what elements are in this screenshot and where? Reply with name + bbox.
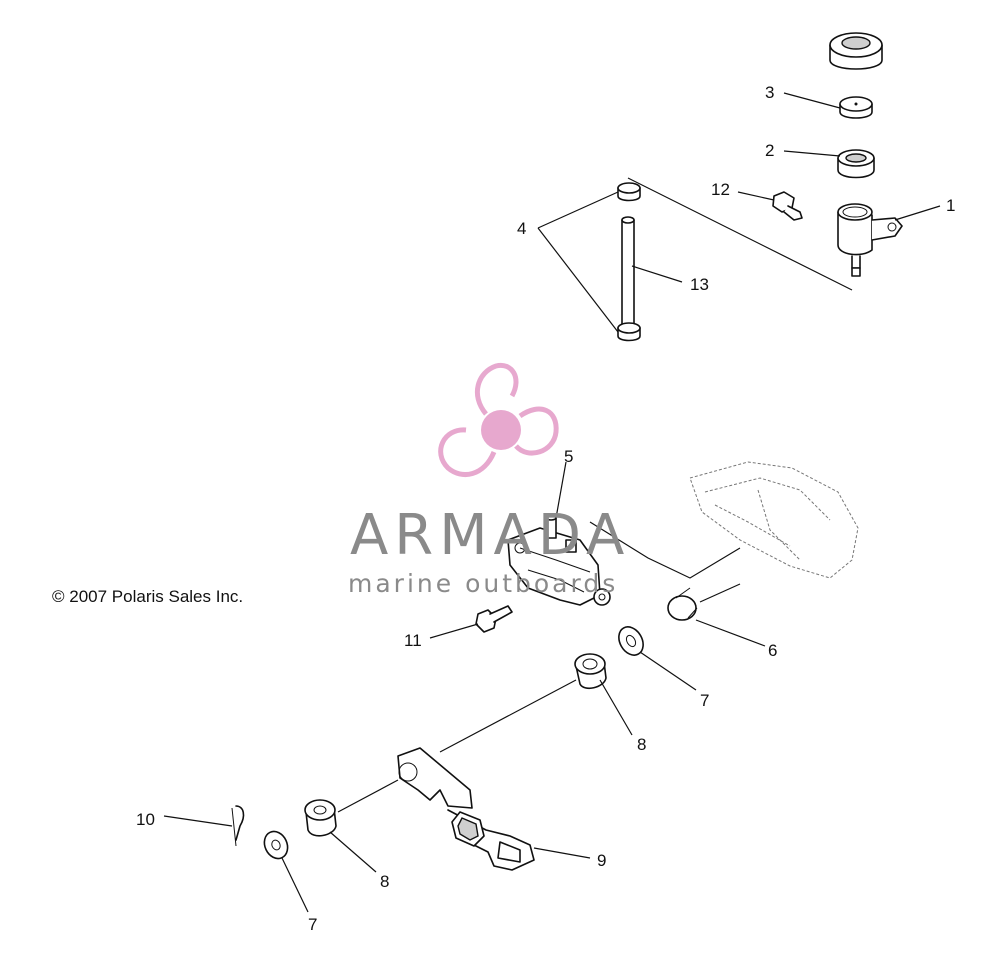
callout-4: 4 <box>517 219 526 238</box>
part-washer-lower <box>263 830 289 860</box>
part-seal-plate <box>837 149 875 179</box>
part-washer-upper <box>618 626 644 656</box>
watermark-title: ARMADA <box>350 503 630 568</box>
callout-10: 10 <box>136 810 155 829</box>
part-bolt-11 <box>475 605 513 633</box>
part-cotter-pin <box>231 805 245 847</box>
part-reservoir <box>837 203 903 277</box>
part-hose-clamp-bottom <box>617 322 641 342</box>
armada-logo <box>438 362 559 478</box>
frame-ghost <box>689 461 859 579</box>
part-hose <box>621 216 635 334</box>
leader-lines <box>163 92 941 913</box>
callout-13: 13 <box>690 275 709 294</box>
part-reservoir-cap <box>829 32 883 70</box>
part-bolt-12 <box>772 191 803 221</box>
callout-11: 11 <box>404 631 422 650</box>
copyright-text: © 2007 Polaris Sales Inc. <box>52 587 243 606</box>
callout-12: 12 <box>711 180 730 199</box>
part-bushing-upper <box>574 653 607 690</box>
part-diaphragm <box>839 96 873 119</box>
callout-7-lower: 7 <box>308 915 317 934</box>
part-master-cylinder <box>507 515 611 606</box>
callout-7-upper: 7 <box>700 691 709 710</box>
callout-2: 2 <box>765 141 774 160</box>
part-brake-pedal <box>397 747 535 871</box>
callout-3: 3 <box>765 83 774 102</box>
callout-6: 6 <box>768 641 777 660</box>
part-hose-clamp-top <box>617 182 641 202</box>
callout-8-upper: 8 <box>637 735 646 754</box>
assembly-line-reservoir <box>627 177 853 291</box>
callout-9: 9 <box>597 851 606 870</box>
part-bushing-lower <box>304 799 337 837</box>
part-spring <box>667 587 698 621</box>
callout-1: 1 <box>946 196 955 215</box>
callout-5: 5 <box>564 447 573 466</box>
callout-labels: 1 2 3 4 5 6 7 7 8 8 9 10 11 12 13 <box>136 83 955 934</box>
callout-8-lower: 8 <box>380 872 389 891</box>
watermark-subtitle: marine outboards <box>348 569 618 598</box>
